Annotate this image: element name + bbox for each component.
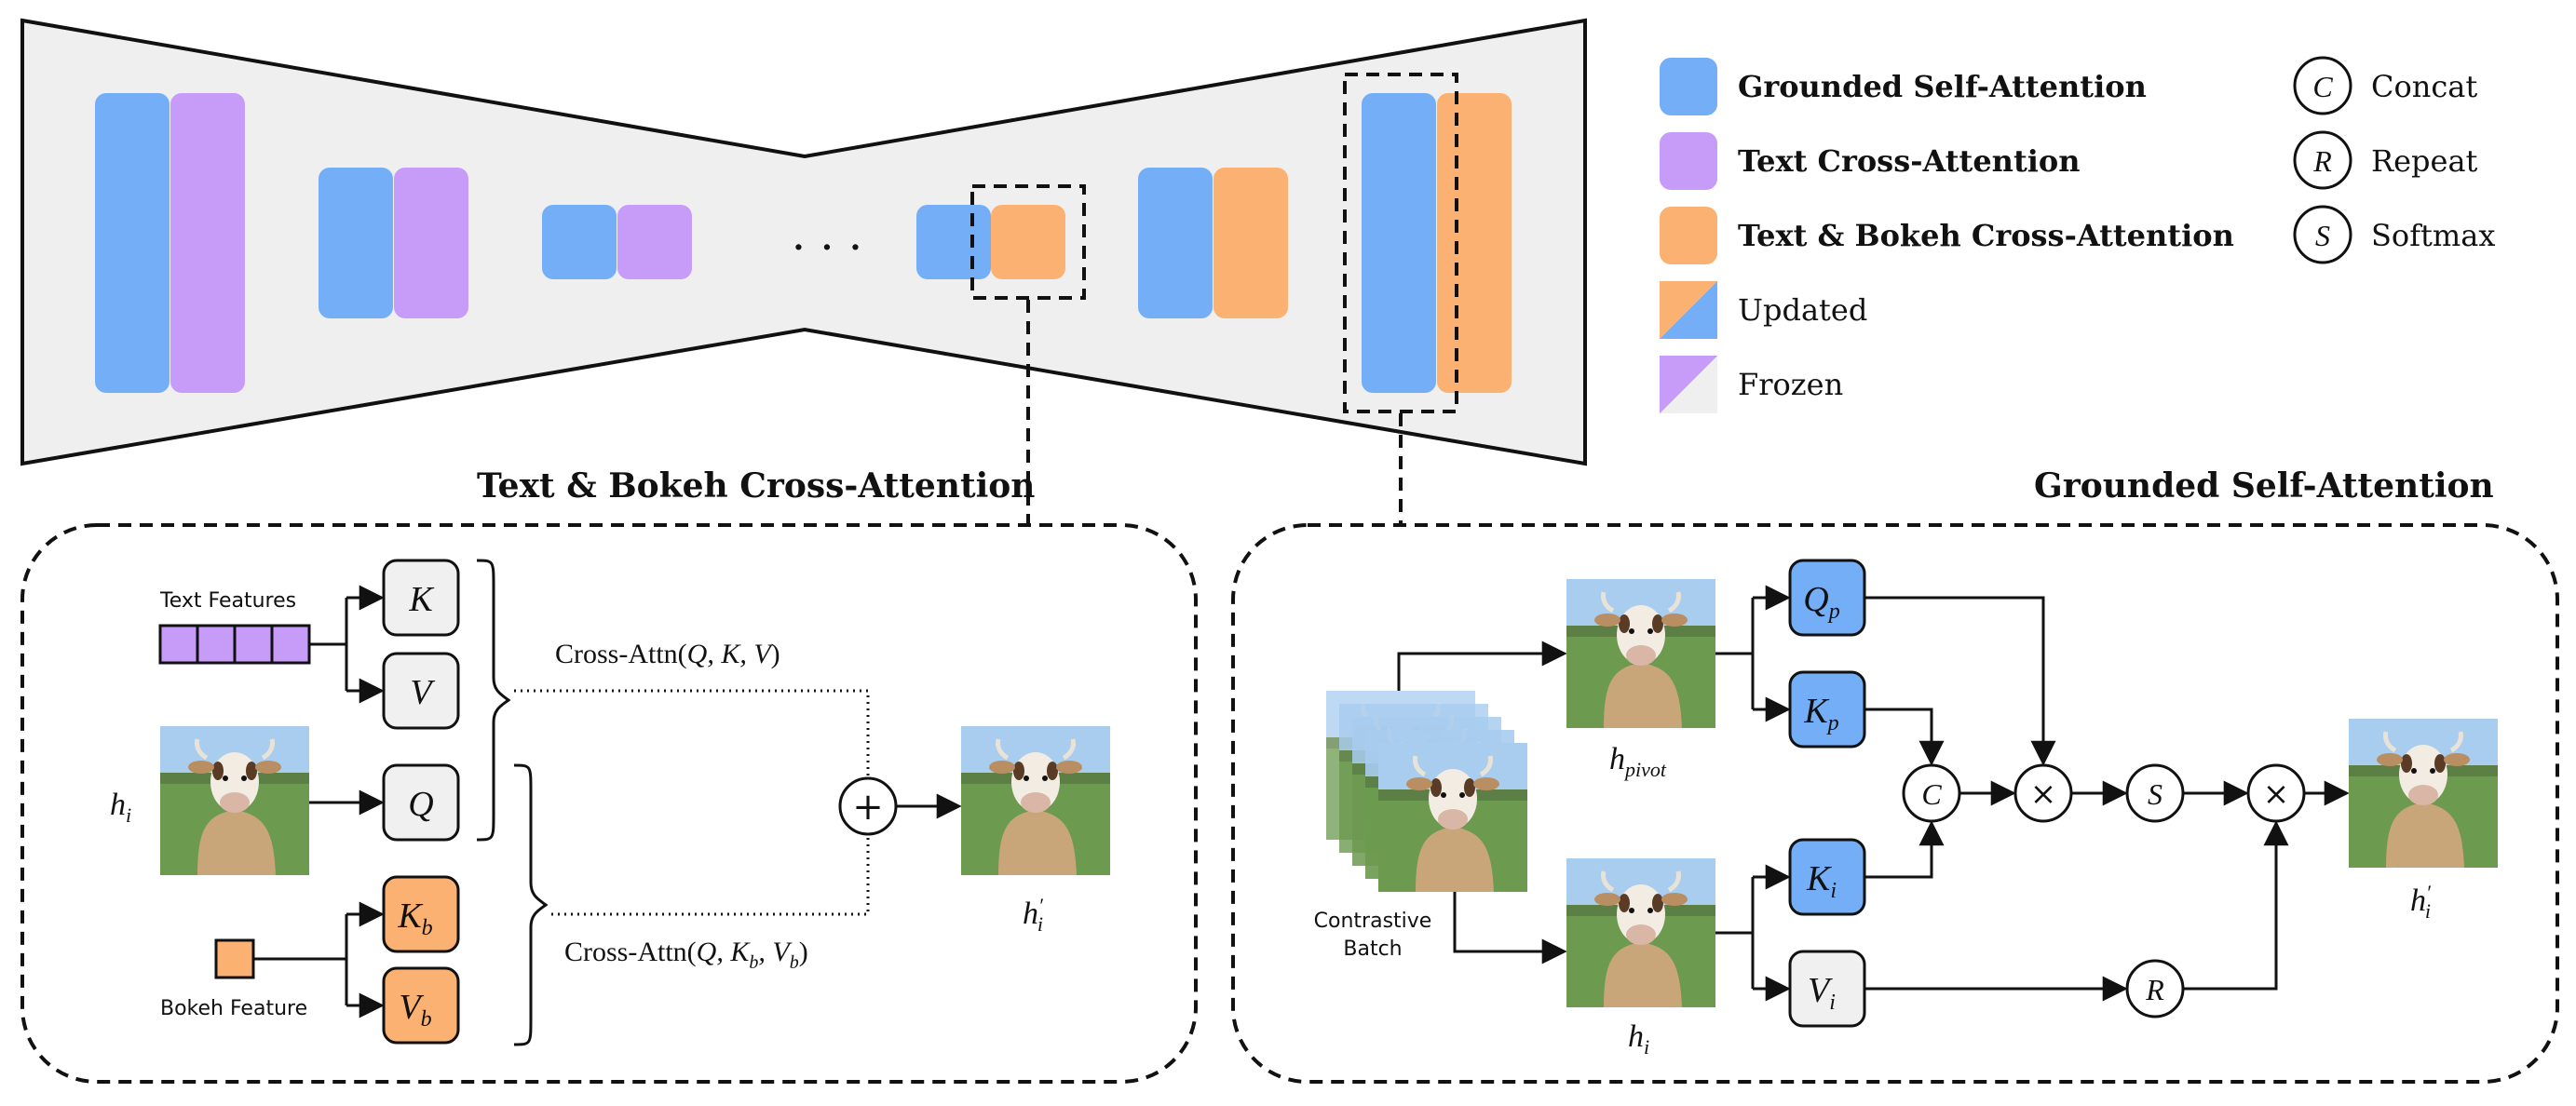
contrastive-batch-stack xyxy=(1326,691,1527,892)
legend-softmax-symbol: S xyxy=(2315,219,2330,252)
right-panel-frame xyxy=(1231,523,2559,1084)
value-label: V xyxy=(410,673,435,712)
unet-block-6-self xyxy=(1362,93,1436,393)
legend-frozen: Frozen xyxy=(1738,367,1843,402)
unet-hourglass xyxy=(20,18,1587,466)
left-hi-label: hi xyxy=(110,788,131,827)
ki-label: Ki xyxy=(1806,859,1837,903)
right-output-image xyxy=(2349,719,2498,868)
legend-grounded: Grounded Self-Attention xyxy=(1738,69,2147,104)
right-panel-title: Grounded Self-Attention xyxy=(2034,466,2494,506)
bokeh-value-label: Vb xyxy=(399,988,431,1032)
softmax-node-symbol: S xyxy=(2148,777,2162,811)
highlight-self-block xyxy=(1343,73,1458,413)
highlight-bokeh-block xyxy=(970,184,1086,300)
text-features-label: Text Features xyxy=(159,589,296,613)
contrastive-label: Contrastive xyxy=(1314,910,1432,933)
legend-softmax-circle xyxy=(2293,205,2352,264)
unet-block-2-self xyxy=(319,168,393,318)
qp-label: Qp xyxy=(1803,580,1839,624)
bokeh-key-box xyxy=(382,875,460,953)
brace-text xyxy=(476,559,511,842)
unet-block-6-bokeh xyxy=(1437,93,1512,393)
cross-attn-bokeh-label: Cross-Attn(Q, Kb, Vb) xyxy=(564,937,808,973)
text-features-vector xyxy=(158,624,311,665)
left-input-image xyxy=(160,726,309,875)
key-label: K xyxy=(408,580,434,619)
unet-block-4-bokeh xyxy=(991,205,1065,279)
legend-swatch-updated xyxy=(1660,281,1717,339)
left-output-image xyxy=(961,726,1110,875)
unet-block-1-self xyxy=(95,93,169,393)
unet-block-5-self xyxy=(1138,168,1213,318)
legend-text-cross: Text Cross-Attention xyxy=(1738,143,2080,179)
legend-swatch-purple xyxy=(1660,132,1717,190)
query-label: Q xyxy=(408,785,433,824)
pivot-image xyxy=(1566,579,1715,728)
kp-label: Kp xyxy=(1803,692,1838,735)
legend-updated: Updated xyxy=(1738,292,1867,328)
value-box xyxy=(382,652,460,730)
legend-repeat-circle xyxy=(2293,130,2352,190)
legend-softmax: Softmax xyxy=(2371,218,2495,253)
unet-block-1-cross xyxy=(170,93,245,393)
cross-attn-text-label: Cross-Attn(Q, K, V) xyxy=(555,639,780,669)
legend-swatch-blue xyxy=(1660,58,1717,115)
bokeh-feature-label: Bokeh Feature xyxy=(160,997,307,1020)
legend-concat-symbol: C xyxy=(2312,70,2333,103)
unet-block-2-cross xyxy=(394,168,468,318)
legend-swatch-orange xyxy=(1660,207,1717,264)
bokeh-feature-box xyxy=(214,938,255,979)
unet-block-3-self xyxy=(542,205,617,279)
legend-swatch-frozen xyxy=(1660,356,1717,413)
unet-ellipsis: · · · xyxy=(792,222,862,274)
brace-bokeh xyxy=(513,763,549,1046)
key-box xyxy=(382,559,460,637)
left-hprime-label: h′i xyxy=(1023,894,1044,936)
bokeh-value-box xyxy=(382,966,460,1045)
hi-image xyxy=(1566,858,1715,1007)
legend-text-bokeh: Text & Bokeh Cross-Attention xyxy=(1738,218,2234,253)
legend-repeat-symbol: R xyxy=(2312,144,2332,178)
left-panel-frame xyxy=(20,523,1198,1084)
legend: Grounded Self-Attention Text Cross-Atten… xyxy=(1660,56,2495,413)
unet-block-5-bokeh xyxy=(1213,168,1288,318)
matmul-symbol-1: × xyxy=(2030,776,2057,813)
vi-label: Vi xyxy=(1808,971,1836,1015)
unet-block-4-self xyxy=(916,205,991,279)
unet-block-3-cross xyxy=(617,205,692,279)
bokeh-key-label: Kb xyxy=(397,897,432,940)
right-hprime-label: h′i xyxy=(2410,881,2432,923)
left-panel-title: Text & Bokeh Cross-Attention xyxy=(477,466,1035,506)
legend-concat-circle xyxy=(2293,56,2352,115)
repeat-node-symbol: R xyxy=(2145,973,2164,1006)
query-box xyxy=(382,763,460,842)
dotted-path-bokeh xyxy=(551,836,870,916)
dotted-path-text xyxy=(514,689,870,778)
legend-repeat: Repeat xyxy=(2371,143,2478,179)
matmul-symbol-2: × xyxy=(2263,776,2290,813)
legend-concat: Concat xyxy=(2371,69,2477,104)
h-pivot-label: hpivot xyxy=(1609,742,1667,781)
right-hi-label: hi xyxy=(1628,1019,1649,1059)
batch-label: Batch xyxy=(1343,937,1402,961)
plus-symbol: + xyxy=(852,786,884,829)
concat-node-symbol: C xyxy=(1921,777,1942,811)
